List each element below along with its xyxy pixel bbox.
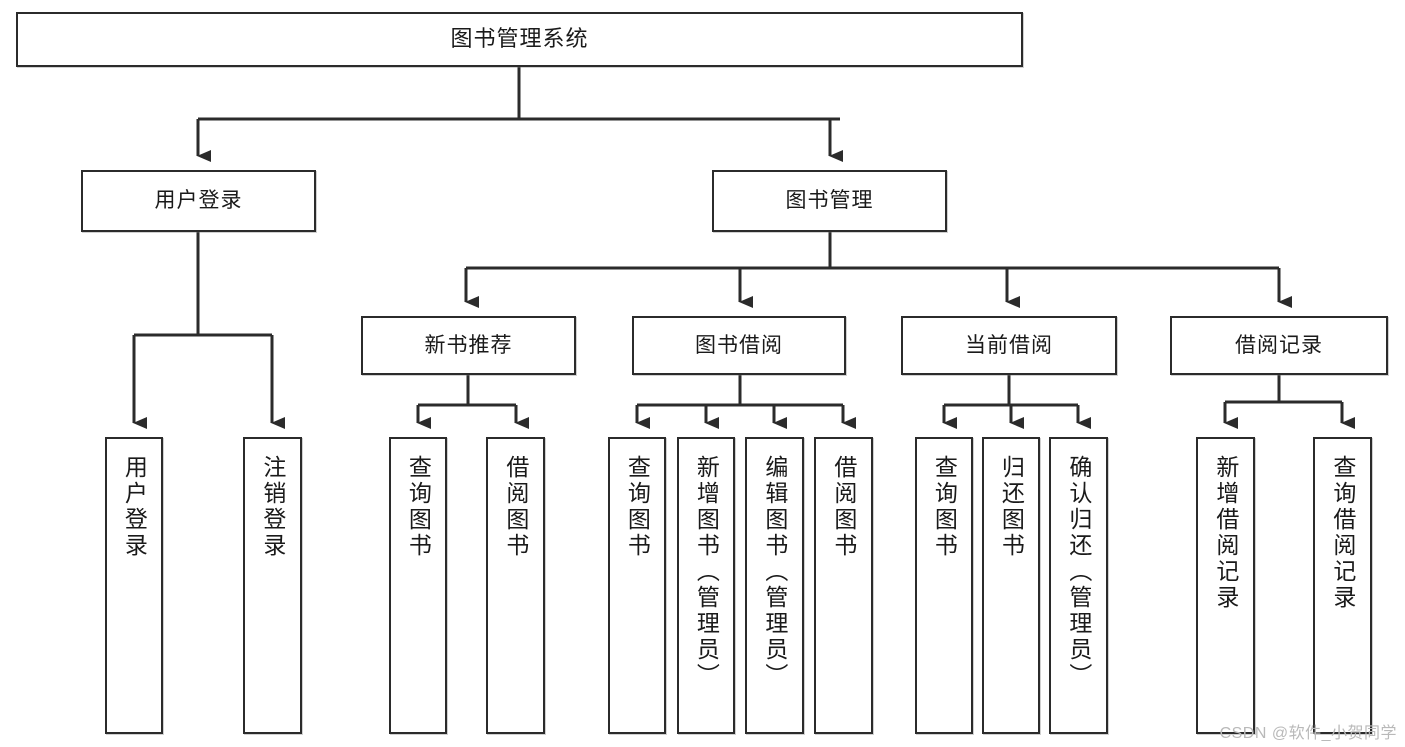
node-book-borrow-label: 图书借阅 bbox=[695, 333, 783, 357]
node-current-borrow[interactable]: 当前借阅 bbox=[901, 316, 1117, 375]
node-current-borrow-label: 当前借阅 bbox=[965, 333, 1053, 357]
leaf-query-book-rec[interactable]: 查询图书 bbox=[389, 437, 447, 734]
leaf-user-logout[interactable]: 注销登录 bbox=[243, 437, 302, 734]
leaf-add-book[interactable]: 新增图书（管理员） bbox=[677, 437, 735, 734]
node-borrow-record-label: 借阅记录 bbox=[1235, 333, 1323, 357]
node-new-book-rec-label: 新书推荐 bbox=[424, 333, 513, 357]
leaf-borrow-book-rec[interactable]: 借阅图书 bbox=[486, 437, 545, 734]
node-new-book-rec[interactable]: 新书推荐 bbox=[361, 316, 576, 375]
leaf-add-record[interactable]: 新增借阅记录 bbox=[1196, 437, 1255, 734]
leaf-edit-book-label: 编辑图书（管理员） bbox=[761, 455, 788, 689]
leaf-borrow-book-label: 借阅图书 bbox=[830, 455, 857, 559]
leaf-add-record-label: 新增借阅记录 bbox=[1212, 455, 1239, 611]
leaf-borrow-book-rec-label: 借阅图书 bbox=[502, 455, 529, 559]
node-book-manage[interactable]: 图书管理 bbox=[712, 170, 947, 232]
node-book-manage-label: 图书管理 bbox=[785, 189, 874, 213]
leaf-query-book-cur[interactable]: 查询图书 bbox=[915, 437, 973, 734]
leaf-return-book[interactable]: 归还图书 bbox=[982, 437, 1040, 734]
leaf-user-logout-label: 注销登录 bbox=[259, 455, 286, 559]
leaf-user-login[interactable]: 用户登录 bbox=[105, 437, 163, 734]
leaf-query-book-cur-label: 查询图书 bbox=[931, 455, 958, 559]
leaf-user-login-label: 用户登录 bbox=[121, 455, 148, 559]
node-root[interactable]: 图书管理系统 bbox=[16, 12, 1023, 67]
node-root-label: 图书管理系统 bbox=[450, 26, 589, 52]
node-book-borrow[interactable]: 图书借阅 bbox=[632, 316, 846, 375]
node-borrow-record[interactable]: 借阅记录 bbox=[1170, 316, 1388, 375]
leaf-confirm-return[interactable]: 确认归还（管理员） bbox=[1049, 437, 1108, 734]
leaf-confirm-return-label: 确认归还（管理员） bbox=[1065, 455, 1092, 689]
node-user-login-label: 用户登录 bbox=[154, 189, 243, 213]
leaf-add-book-label: 新增图书（管理员） bbox=[693, 455, 720, 689]
leaf-query-book-borrow-label: 查询图书 bbox=[624, 455, 651, 559]
leaf-return-book-label: 归还图书 bbox=[998, 455, 1025, 559]
leaf-query-book-borrow[interactable]: 查询图书 bbox=[608, 437, 666, 734]
leaf-edit-book[interactable]: 编辑图书（管理员） bbox=[745, 437, 804, 734]
node-user-login[interactable]: 用户登录 bbox=[81, 170, 316, 232]
watermark: CSDN @软件_小贺同学 bbox=[1219, 725, 1397, 742]
leaf-borrow-book[interactable]: 借阅图书 bbox=[814, 437, 873, 734]
leaf-query-book-rec-label: 查询图书 bbox=[405, 455, 432, 559]
leaf-query-record[interactable]: 查询借阅记录 bbox=[1313, 437, 1372, 734]
leaf-query-record-label: 查询借阅记录 bbox=[1329, 455, 1356, 611]
